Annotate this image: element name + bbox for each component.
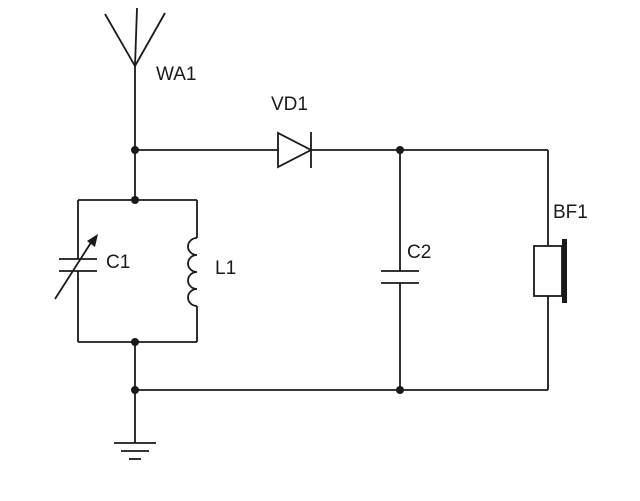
- inductor-symbol: [187, 200, 198, 342]
- variable-capacitor-symbol: [54, 200, 98, 342]
- antenna-icon: [104, 7, 166, 150]
- junction-dots: [131, 146, 404, 394]
- inductor-label: L1: [215, 258, 236, 279]
- earphone-label: BF1: [553, 202, 588, 223]
- diode-label: VD1: [271, 94, 308, 115]
- capacitor-symbol: [381, 150, 419, 390]
- ground-icon: [114, 390, 156, 460]
- capacitor-label: C2: [407, 242, 431, 263]
- diode-symbol: [277, 131, 313, 169]
- variable-capacitor-label: C1: [106, 252, 130, 273]
- antenna-label: WA1: [156, 64, 196, 85]
- earphone-symbol: [533, 150, 567, 390]
